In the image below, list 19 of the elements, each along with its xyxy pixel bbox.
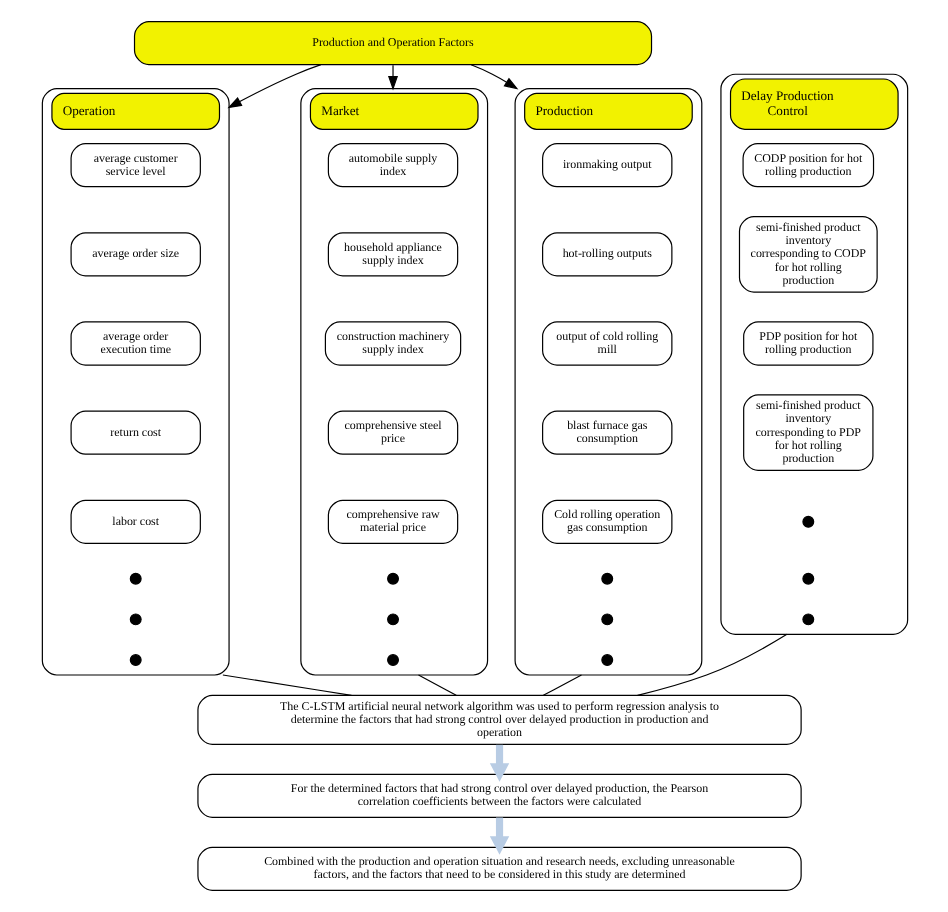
arrow xyxy=(488,817,509,855)
node-circle xyxy=(801,515,814,528)
node-circle xyxy=(386,572,398,585)
node-circle xyxy=(600,613,613,626)
node-circle xyxy=(386,613,398,626)
node-circle xyxy=(128,572,141,585)
arrow xyxy=(226,64,321,109)
node-circle xyxy=(801,572,814,585)
arrow xyxy=(387,64,398,91)
node-circle xyxy=(128,654,141,667)
connector xyxy=(541,674,582,696)
node-circle xyxy=(386,654,398,667)
connector xyxy=(416,674,456,696)
node-circle xyxy=(801,613,814,626)
arrow xyxy=(469,64,518,90)
node-circle xyxy=(128,613,141,626)
node-circle xyxy=(600,654,613,667)
node-circle xyxy=(600,572,613,585)
arrow xyxy=(488,744,509,782)
